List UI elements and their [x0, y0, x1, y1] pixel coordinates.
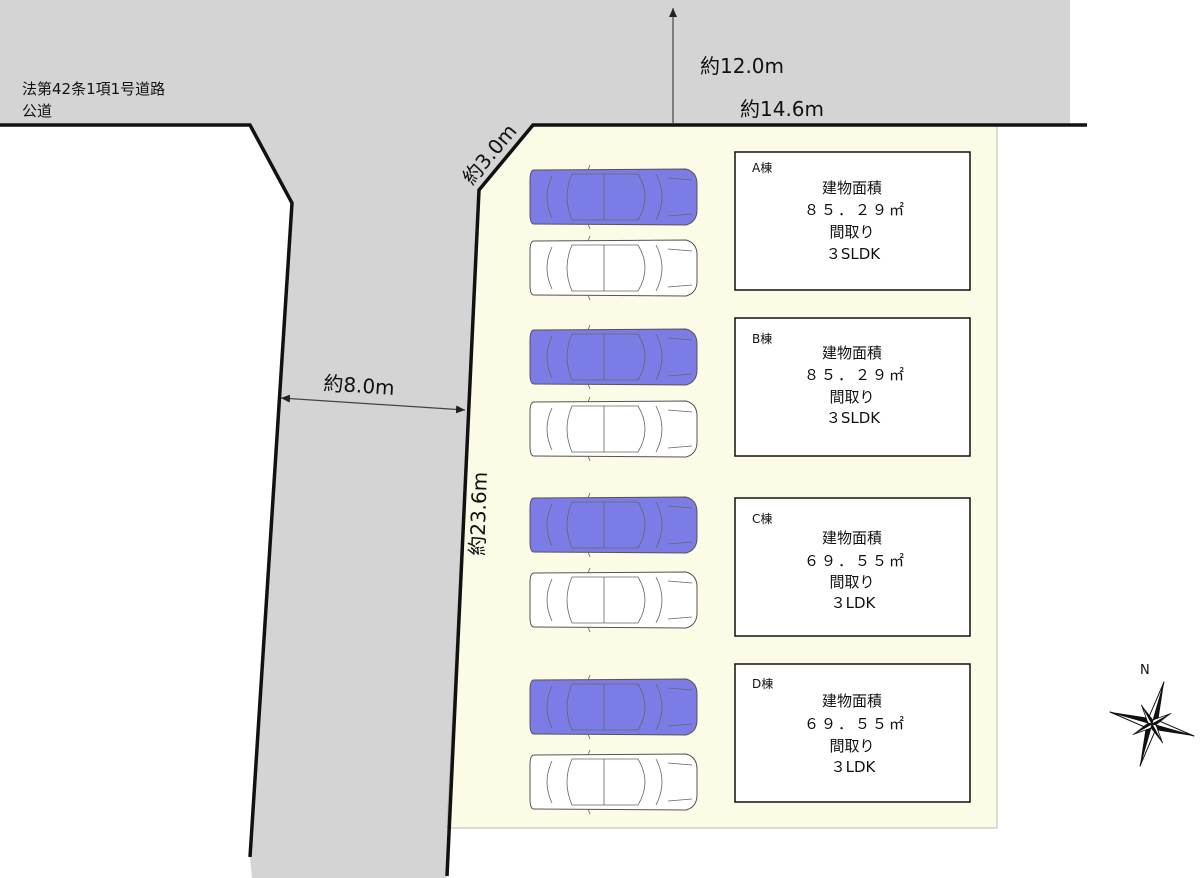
building-area-label: 建物面積 — [822, 692, 882, 710]
parked-car-white — [529, 749, 698, 815]
building-id: B棟 — [752, 331, 772, 346]
building-layout-value: ３SLDK — [826, 409, 881, 427]
north-road — [0, 0, 1070, 125]
building-id: D棟 — [752, 676, 773, 691]
building-id: C棟 — [752, 511, 772, 526]
building-box — [734, 151, 971, 291]
building-layout-value: ３LDK — [831, 594, 877, 612]
west-side-length-label: 約23.6m — [465, 471, 492, 556]
building-layout-label: 間取り — [829, 223, 874, 241]
building-a: A棟 建物面積 ８５．２９㎡ 間取り ３SLDK — [734, 151, 971, 291]
parked-car-white — [529, 396, 698, 462]
lot-boundary-edge — [445, 123, 1087, 877]
compass-north-label: N — [1140, 663, 1150, 678]
building-layout-label: 間取り — [829, 737, 874, 755]
building-area-label: 建物面積 — [822, 179, 882, 197]
building-box — [734, 663, 971, 803]
building-box — [734, 497, 971, 637]
building-box — [734, 317, 971, 457]
parked-car-blue — [529, 674, 698, 740]
building-area-value: ６９．５５㎡ — [804, 715, 906, 733]
parked-car-blue — [529, 164, 698, 230]
parked-car-blue — [529, 324, 698, 390]
building-d: D棟 建物面積 ６９．５５㎡ 間取り ３LDK — [734, 663, 971, 803]
parking-cars — [529, 164, 698, 815]
compass: N — [1109, 663, 1195, 767]
building-layout-label: 間取り — [829, 573, 874, 591]
west-road-outer-edge — [0, 123, 294, 858]
building-id: A棟 — [752, 160, 772, 175]
building-area-label: 建物面積 — [822, 344, 882, 362]
building-layout-value: ３SLDK — [826, 245, 881, 263]
building-area-value: ８５．２９㎡ — [804, 201, 906, 219]
parked-car-blue — [529, 492, 698, 558]
building-area-label: 建物面積 — [822, 529, 882, 547]
building-layout-value: ３LDK — [831, 758, 877, 776]
building-area-value: ６９．５５㎡ — [804, 552, 906, 570]
north-road-width-label: 約12.0m — [700, 54, 784, 78]
road-area — [0, 0, 1070, 878]
west-road-dimension-arrow — [280, 394, 466, 414]
frontage-label: 約14.6m — [740, 97, 824, 121]
parked-car-white — [529, 235, 698, 301]
building-area-value: ８５．２９㎡ — [804, 366, 906, 384]
building-b: B棟 建物面積 ８５．２９㎡ 間取り ３SLDK — [734, 317, 971, 457]
dimension-lines — [280, 8, 677, 414]
compass-star-icon — [1109, 681, 1195, 767]
parked-car-white — [529, 567, 698, 633]
west-road — [250, 125, 533, 878]
road-boundary-lines — [0, 123, 1087, 877]
road-type-label: 法第42条1項1号道路 — [22, 80, 165, 98]
building-layout-label: 間取り — [829, 388, 874, 406]
west-road-width-label: 約8.0m — [323, 371, 396, 400]
building-c: C棟 建物面積 ６９．５５㎡ 間取り ３LDK — [734, 497, 971, 637]
road-public-label: 公道 — [22, 102, 52, 120]
